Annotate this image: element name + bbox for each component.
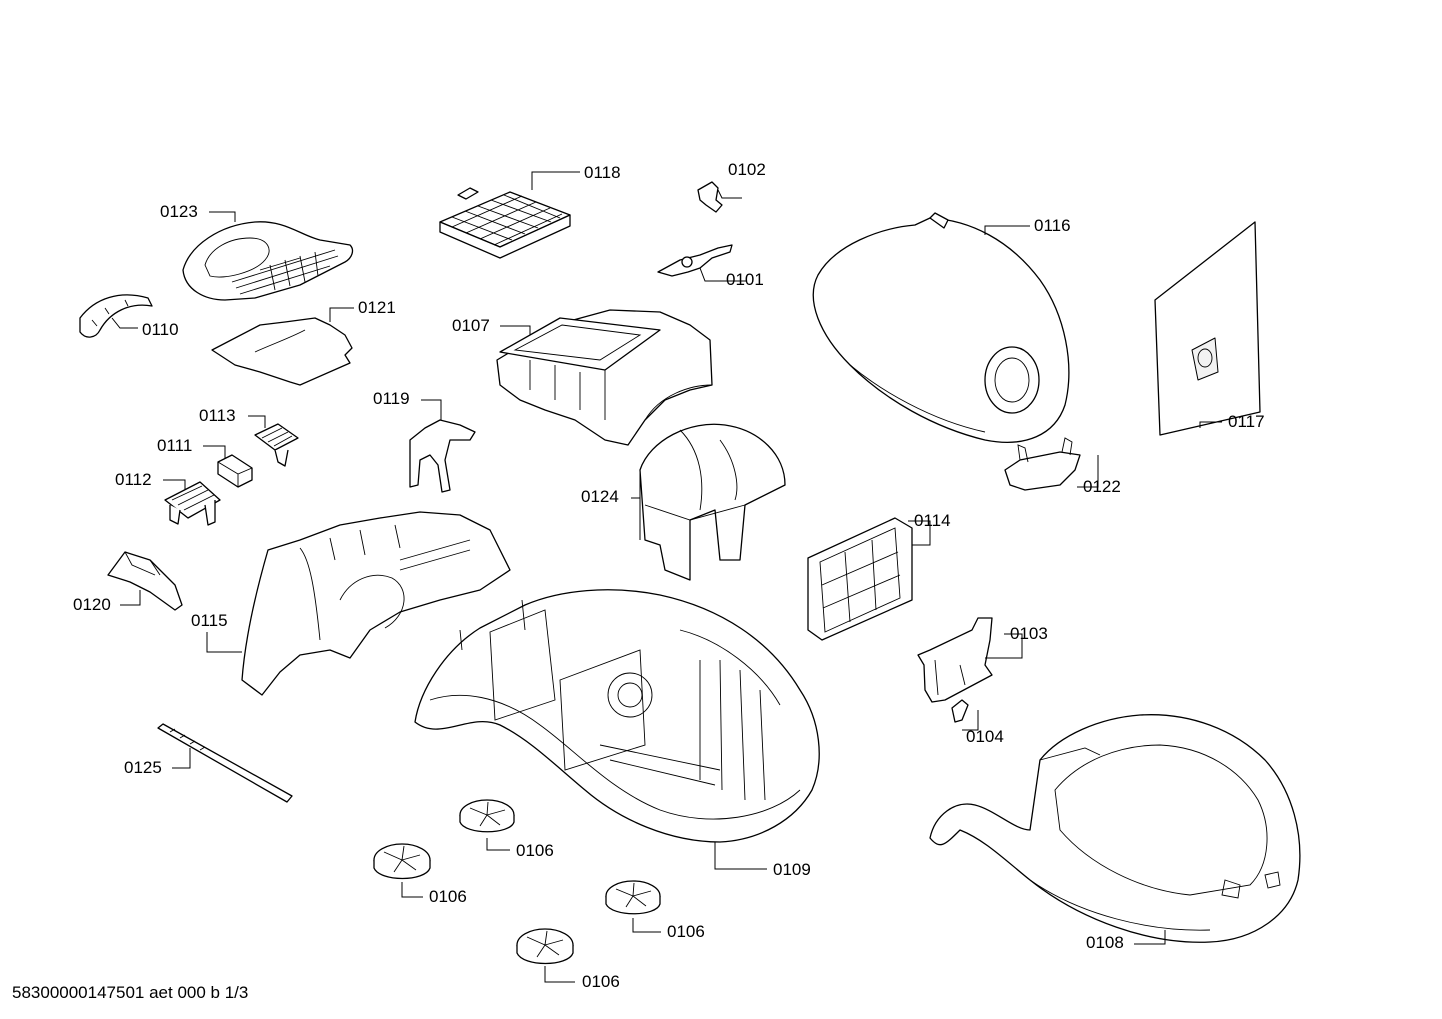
callout-0111: 0111 xyxy=(157,436,192,455)
part-0106-wheel-c xyxy=(605,880,661,915)
part-0113-small-grille xyxy=(254,423,299,467)
part-0121-filter-sheet xyxy=(211,317,353,386)
part-0107-motor-housing xyxy=(496,309,713,446)
part-0123-handle-cover xyxy=(182,221,354,301)
callout-0110: 0110 xyxy=(142,320,179,339)
callout-0124: 0124 xyxy=(581,487,619,506)
part-0103-cord-bracket xyxy=(917,617,993,703)
callout-0106-d: 0106 xyxy=(582,972,620,991)
part-0125-axle-rod xyxy=(157,723,293,803)
callout-0115: 0115 xyxy=(191,611,228,630)
part-0120-lever xyxy=(107,551,183,611)
callout-0104: 0104 xyxy=(966,727,1004,746)
callout-0108: 0108 xyxy=(1086,933,1124,952)
leader-lines xyxy=(111,171,1222,983)
part-0119-bracket xyxy=(409,419,476,493)
part-0114-filter-frame xyxy=(807,517,913,641)
callout-0106-a: 0106 xyxy=(516,841,554,860)
callout-0113: 0113 xyxy=(199,406,236,425)
part-0101-lever xyxy=(657,244,733,277)
part-0115-rear-housing xyxy=(241,511,511,696)
callout-0125: 0125 xyxy=(124,758,162,777)
callout-0117: 0117 xyxy=(1228,412,1265,431)
callout-0106-c: 0106 xyxy=(667,922,705,941)
callout-0120: 0120 xyxy=(73,595,111,614)
part-0106-wheel-d xyxy=(516,928,574,965)
part-0116-lid xyxy=(812,212,1070,443)
callout-labels: 0123 0110 0121 0118 0102 0101 0116 0107 … xyxy=(73,160,1265,991)
callout-0112: 0112 xyxy=(115,470,152,489)
callout-0114: 0114 xyxy=(914,511,951,530)
part-0117-dust-bag xyxy=(1154,221,1261,436)
part-0109-main-body xyxy=(414,589,820,843)
part-0111-block xyxy=(217,454,253,488)
callout-0103: 0103 xyxy=(1010,624,1048,643)
callout-0109: 0109 xyxy=(773,860,811,879)
part-0106-wheel-a xyxy=(459,799,515,833)
callout-0106-b: 0106 xyxy=(429,887,467,906)
callout-0118: 0118 xyxy=(584,163,621,182)
part-0124-motor-shroud xyxy=(639,423,786,581)
part-0106-wheel-b xyxy=(373,843,431,880)
part-0104-tiny-clip xyxy=(951,699,969,723)
part-0110-clip xyxy=(79,294,153,338)
callout-0102: 0102 xyxy=(728,160,766,179)
callout-0101: 0101 xyxy=(726,270,764,289)
callout-0122: 0122 xyxy=(1083,477,1121,496)
callout-0121: 0121 xyxy=(358,298,396,317)
callout-0123: 0123 xyxy=(160,202,198,221)
drawing-reference-number: 58300000147501 aet 000 b 1/3 xyxy=(12,983,248,1002)
part-0108-base-frame xyxy=(929,714,1301,943)
part-0118-hepa-filter xyxy=(439,187,571,259)
callout-0116: 0116 xyxy=(1034,216,1071,235)
callout-0107: 0107 xyxy=(452,316,490,335)
part-0102-latch xyxy=(697,181,723,213)
part-0112-grille-cap xyxy=(164,481,221,526)
callout-0119: 0119 xyxy=(373,389,410,408)
part-0122-bumper xyxy=(1004,437,1081,491)
